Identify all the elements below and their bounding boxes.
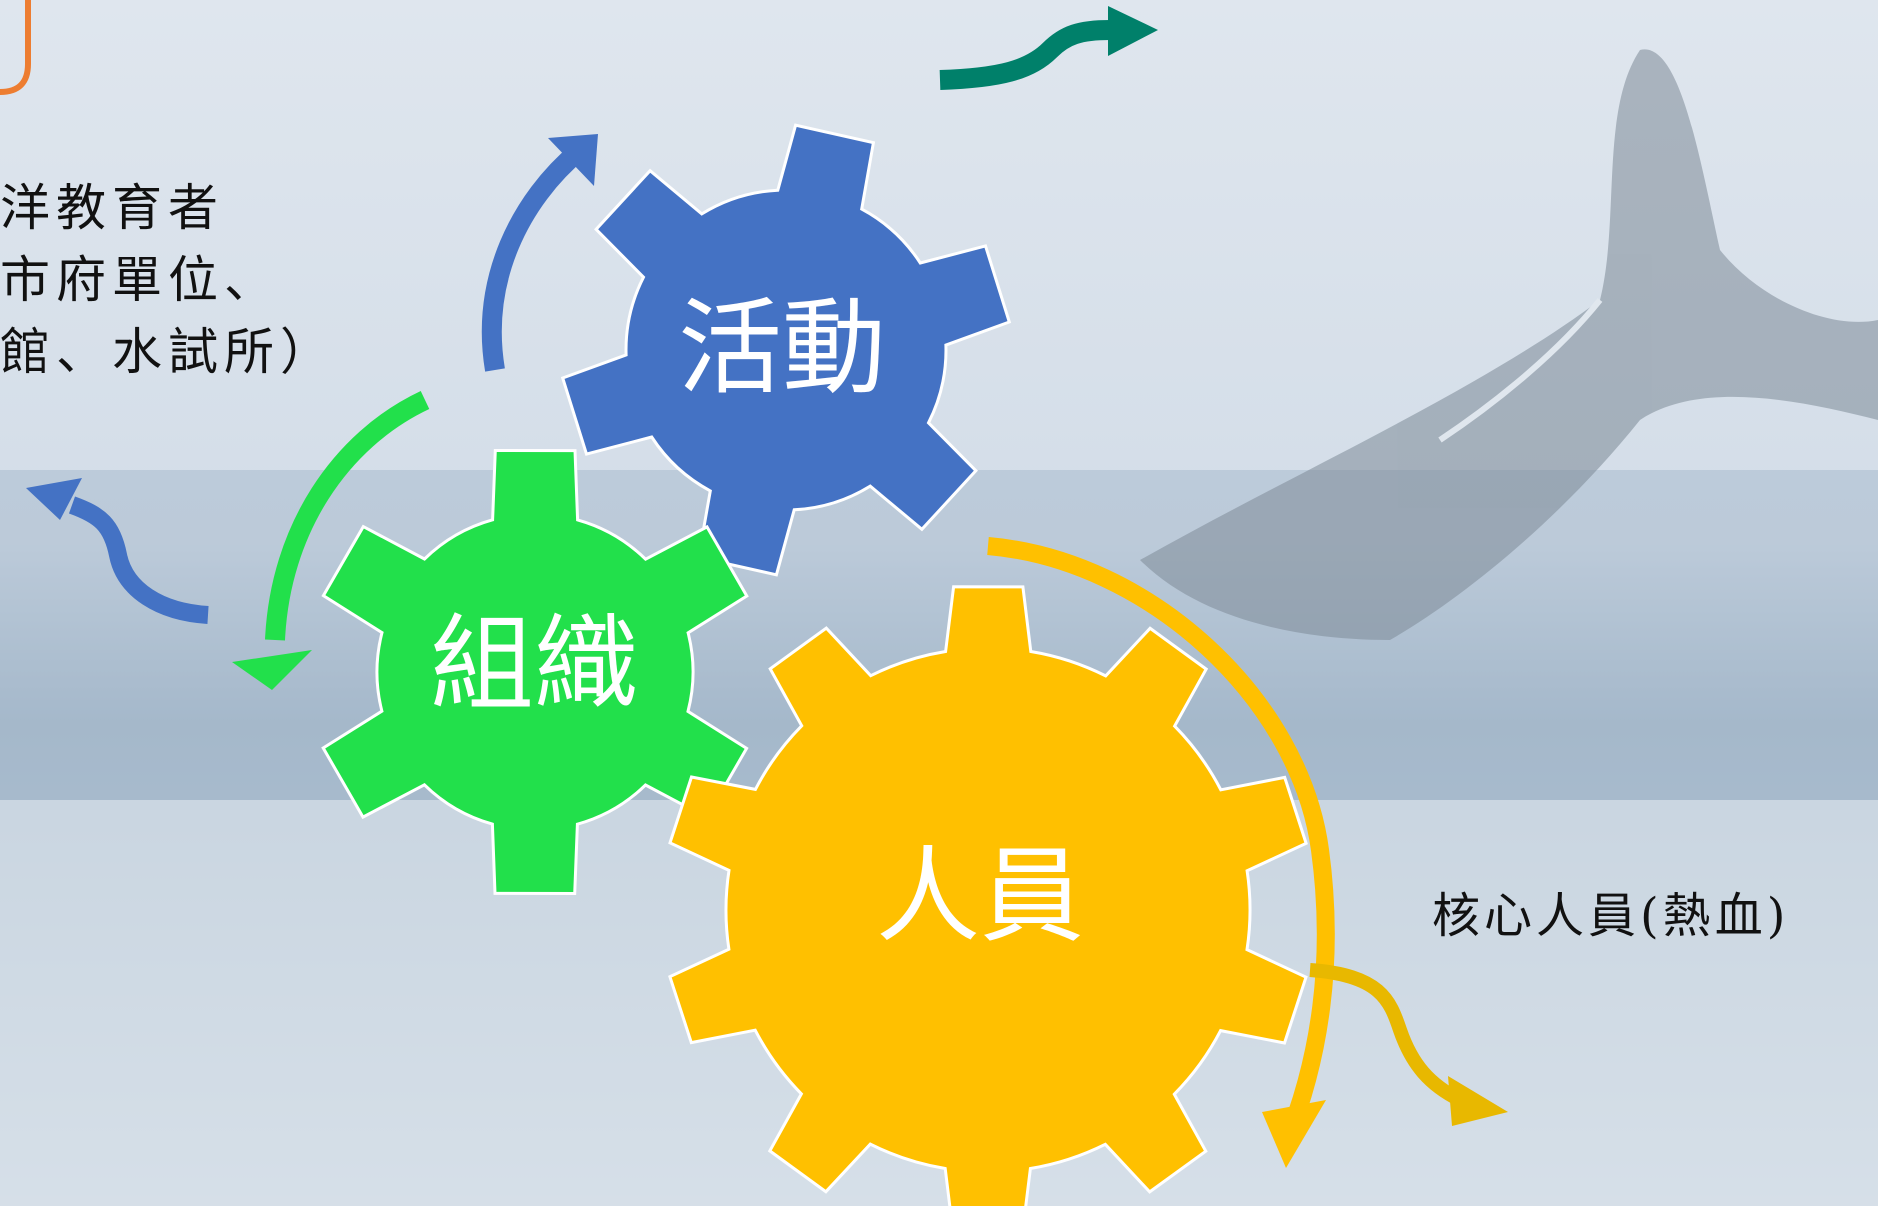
teal-wavy-arrow [939, 6, 1158, 90]
green-curved-arrow [232, 390, 430, 690]
gear-people-shape [668, 585, 1308, 1206]
gear-activity-label: 活動 [678, 287, 886, 409]
gear-people-label: 人員 [876, 835, 1084, 957]
orange-frame-corner [0, 0, 31, 95]
left-text-line3: 館、水試所） [0, 323, 336, 381]
left-text-line2: 市府單位、 [0, 251, 280, 309]
gear-activity [560, 123, 1012, 577]
gear-people [668, 585, 1308, 1206]
blue-wavy-arrow [26, 478, 209, 624]
right-text: 核心人員(熱血) [1432, 888, 1790, 944]
gear-organization [321, 448, 749, 896]
blue-curved-arrow [481, 134, 598, 372]
gear-organization-label: 組織 [430, 603, 638, 725]
gear-organization-shape [321, 448, 749, 896]
whale-tail-image [1140, 49, 1878, 640]
gear-activity-shape [560, 123, 1012, 577]
yellow-wavy-arrow [1309, 963, 1508, 1126]
left-text-line1: 洋教育者 [0, 179, 224, 237]
yellow-arc-arrow [987, 537, 1335, 1168]
